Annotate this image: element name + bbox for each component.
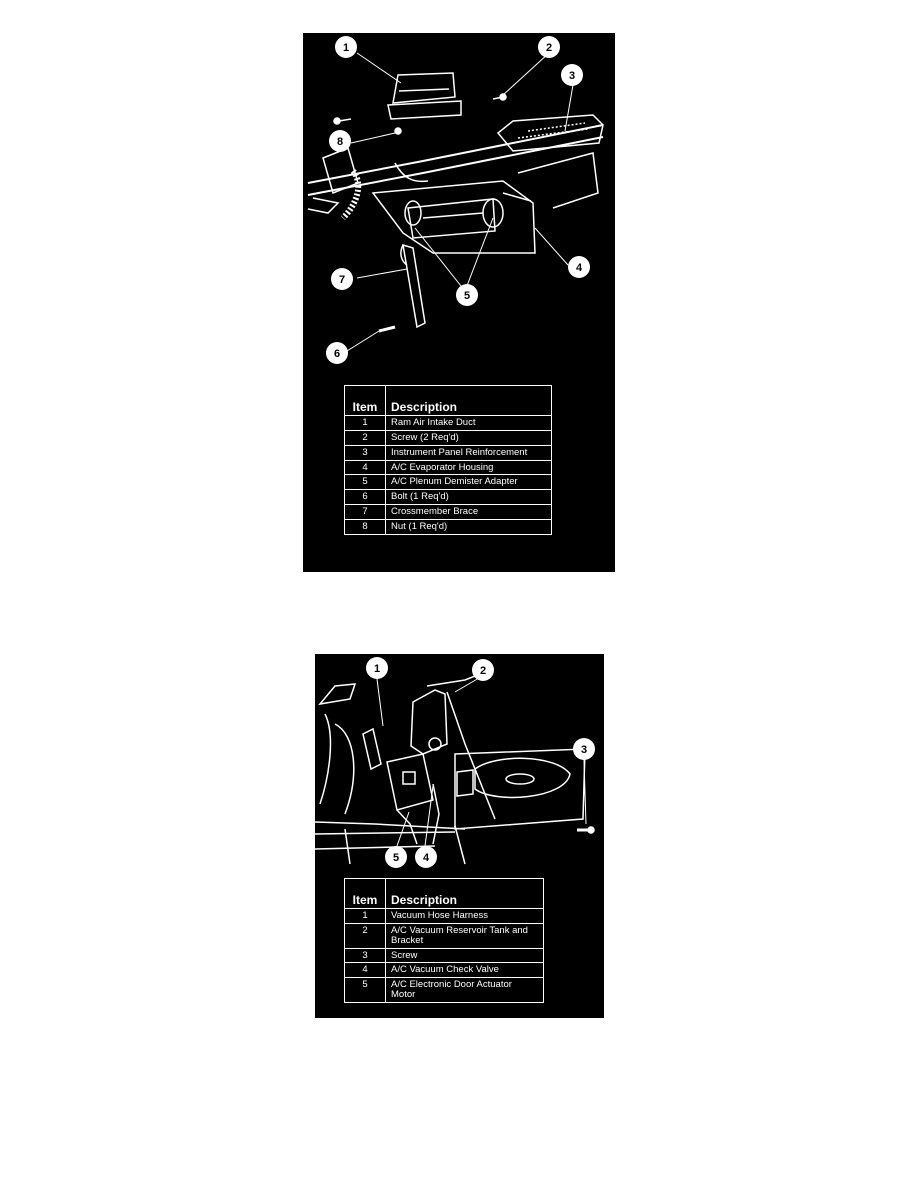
legend-item-number: 6 xyxy=(344,489,386,506)
table-row: 4 A/C Vacuum Check Valve xyxy=(344,962,544,979)
legend-item-number: 3 xyxy=(344,947,386,964)
callout-3: 3 xyxy=(573,738,595,760)
callout-2: 2 xyxy=(538,36,560,58)
evaporator-housing-drawing: 1 2 3 8 7 4 5 6 xyxy=(307,36,604,364)
callout-1: 1 xyxy=(335,36,357,58)
table-row: 8 Nut (1 Req'd) xyxy=(344,519,552,536)
table-row: 3 Instrument Panel Reinforcement xyxy=(344,444,552,461)
table-row: 5 A/C Plenum Demister Adapter xyxy=(344,474,552,491)
callout-3: 3 xyxy=(561,64,583,86)
svg-text:2: 2 xyxy=(546,42,552,54)
svg-text:3: 3 xyxy=(569,70,575,82)
legend-header-item: Item xyxy=(344,385,386,416)
legend-item-description: A/C Electronic Door Actuator Motor xyxy=(385,977,544,1004)
legend-item-number: 3 xyxy=(344,444,386,461)
table-row: 3 Screw xyxy=(344,947,544,964)
legend-item-number: 1 xyxy=(344,907,386,924)
legend-item-number: 4 xyxy=(344,459,386,476)
legend-item-description: Ram Air Intake Duct xyxy=(385,414,552,431)
legend-item-number: 2 xyxy=(344,922,386,949)
legend-item-description: A/C Evaporator Housing xyxy=(385,459,552,476)
svg-text:4: 4 xyxy=(423,852,430,864)
legend-item-number: 4 xyxy=(344,962,386,979)
legend-item-description: A/C Vacuum Reservoir Tank and Bracket xyxy=(385,922,544,949)
svg-text:2: 2 xyxy=(480,665,486,677)
legend-table: Item Description 1 Vacuum Hose Harness 2… xyxy=(344,878,544,1004)
figure-evaporator-housing: 1 2 3 8 7 4 5 6 xyxy=(303,33,615,572)
legend-item-description: Nut (1 Req'd) xyxy=(385,519,552,536)
svg-text:1: 1 xyxy=(374,663,380,675)
svg-text:5: 5 xyxy=(393,852,399,864)
callout-8: 8 xyxy=(329,130,351,152)
callout-6: 6 xyxy=(326,342,348,364)
svg-text:8: 8 xyxy=(337,136,343,148)
legend-item-description: Bolt (1 Req'd) xyxy=(385,489,552,506)
legend-item-description: Screw (2 Req'd) xyxy=(385,429,552,446)
table-row: 5 A/C Electronic Door Actuator Motor xyxy=(344,977,544,1004)
callout-4: 4 xyxy=(415,846,437,868)
table-row: 7 Crossmember Brace xyxy=(344,504,552,521)
callout-7: 7 xyxy=(331,268,353,290)
legend-header-row: Item Description xyxy=(344,385,552,416)
table-row: 2 Screw (2 Req'd) xyxy=(344,429,552,446)
legend-item-description: Instrument Panel Reinforcement xyxy=(385,444,552,461)
svg-text:3: 3 xyxy=(581,744,587,756)
callout-1: 1 xyxy=(366,657,388,679)
svg-text:4: 4 xyxy=(576,262,583,274)
legend-item-number: 5 xyxy=(344,474,386,491)
svg-text:6: 6 xyxy=(334,348,340,360)
legend-item-description: Vacuum Hose Harness xyxy=(385,907,544,924)
svg-text:5: 5 xyxy=(464,290,470,302)
legend-item-description: A/C Vacuum Check Valve xyxy=(385,962,544,979)
svg-text:7: 7 xyxy=(339,274,345,286)
table-row: 1 Ram Air Intake Duct xyxy=(344,414,552,431)
table-row: 6 Bolt (1 Req'd) xyxy=(344,489,552,506)
callout-2: 2 xyxy=(472,659,494,681)
legend-item-number: 7 xyxy=(344,504,386,521)
legend-item-number: 8 xyxy=(344,519,386,536)
legend-header-row: Item Description xyxy=(344,878,544,909)
legend-header-item: Item xyxy=(344,878,386,909)
callout-5: 5 xyxy=(385,846,407,868)
table-row: 2 A/C Vacuum Reservoir Tank and Bracket xyxy=(344,922,544,949)
legend-item-description: Screw xyxy=(385,947,544,964)
callout-4: 4 xyxy=(568,256,590,278)
svg-text:1: 1 xyxy=(343,42,349,54)
legend-item-number: 5 xyxy=(344,977,386,1004)
figure-vacuum-reservoir: 1 2 3 5 4 Item Description 1 xyxy=(315,654,604,1018)
table-row: 4 A/C Evaporator Housing xyxy=(344,459,552,476)
legend-item-description: A/C Plenum Demister Adapter xyxy=(385,474,552,491)
legend-header-description: Description xyxy=(385,385,552,416)
callout-5: 5 xyxy=(456,284,478,306)
legend-table: Item Description 1 Ram Air Intake Duct 2… xyxy=(344,385,552,536)
legend-header-description: Description xyxy=(385,878,544,909)
legend-item-number: 1 xyxy=(344,414,386,431)
legend-item-number: 2 xyxy=(344,429,386,446)
legend-item-description: Crossmember Brace xyxy=(385,504,552,521)
vacuum-reservoir-drawing: 1 2 3 5 4 xyxy=(315,657,595,868)
table-row: 1 Vacuum Hose Harness xyxy=(344,907,544,924)
